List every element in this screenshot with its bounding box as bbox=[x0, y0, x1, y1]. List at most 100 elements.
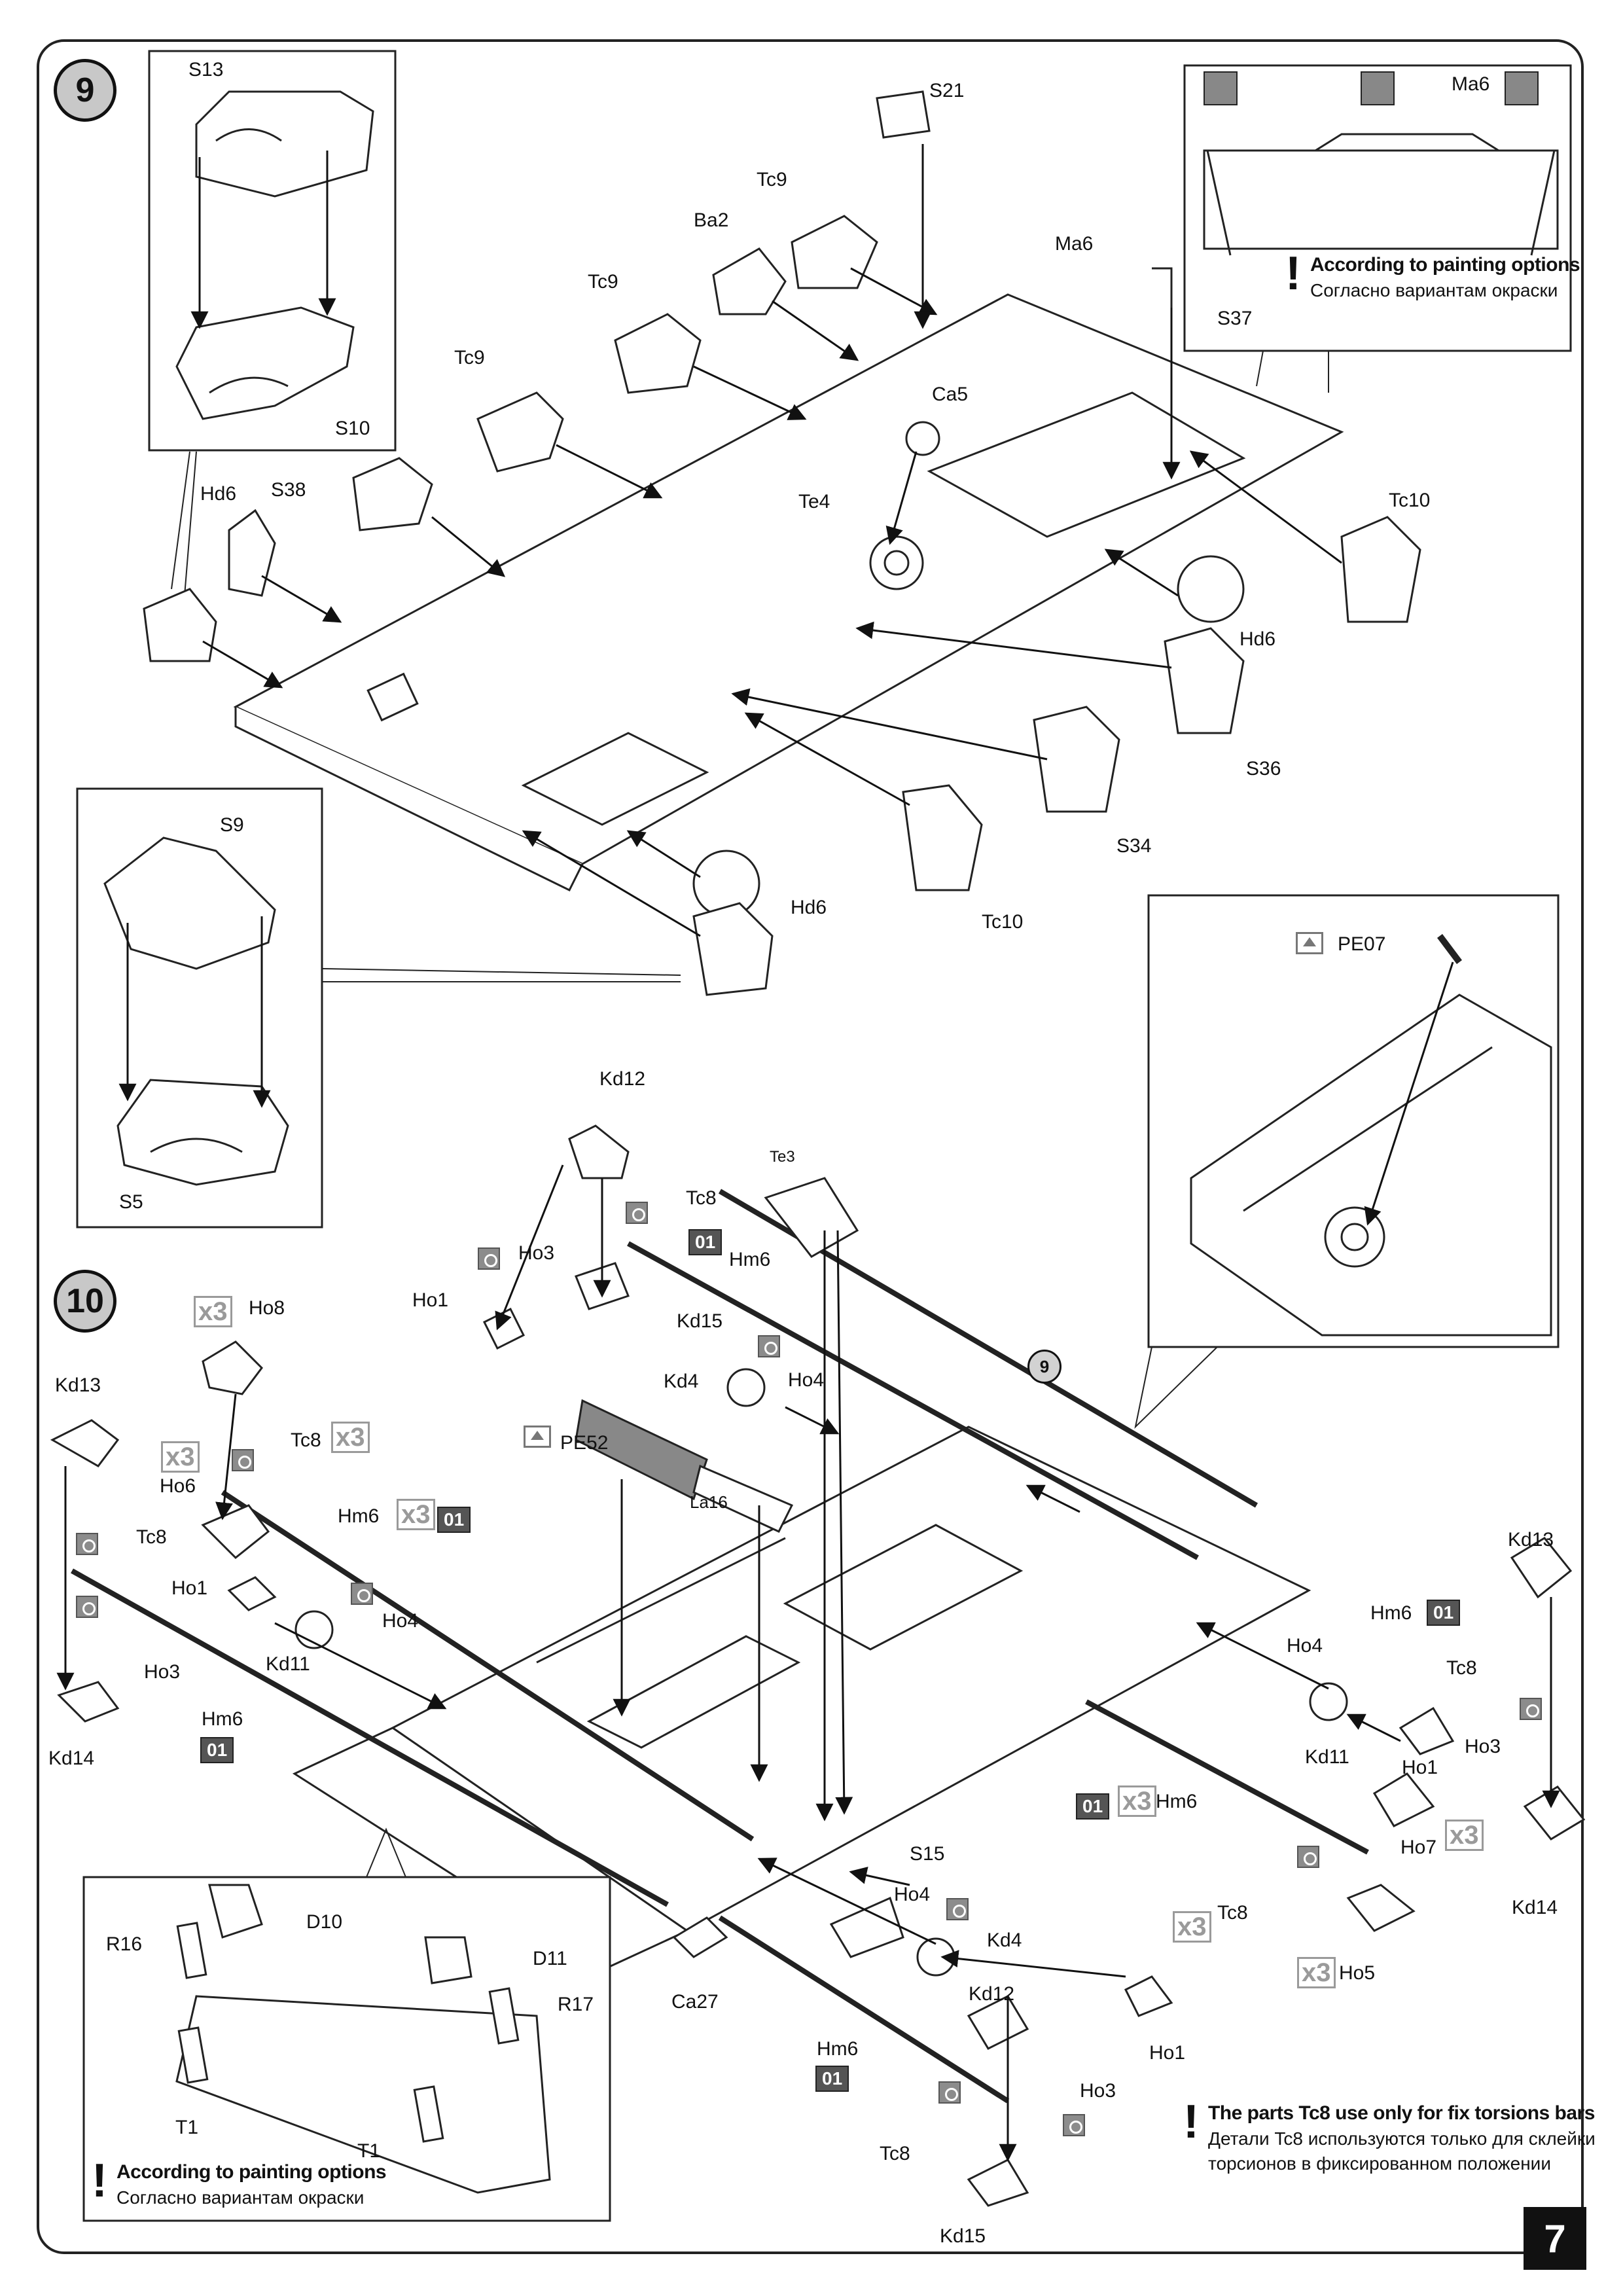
label-ho1-d: Ho1 bbox=[1149, 2042, 1186, 2064]
marker-x3: x3 bbox=[397, 1499, 435, 1530]
marker-x3: x3 bbox=[194, 1296, 232, 1327]
label-s36: S36 bbox=[1246, 758, 1281, 780]
glue-icon bbox=[626, 1202, 648, 1224]
label-ho4-b: Ho4 bbox=[382, 1610, 419, 1632]
marker-x3: x3 bbox=[1297, 1957, 1336, 1988]
label-kd14-a: Kd14 bbox=[48, 1748, 95, 1769]
note-torsion: ! The parts Tc8 use only for fix torsion… bbox=[1183, 2096, 1596, 2174]
label-hd6-c: Hd6 bbox=[791, 897, 827, 918]
marker-x3: x3 bbox=[1173, 1911, 1211, 1943]
note-paint-top-ru: Согласно вариантам окраски bbox=[1310, 280, 1558, 300]
label-ba2: Ba2 bbox=[694, 209, 729, 231]
label-r16: R16 bbox=[106, 1933, 143, 1955]
label-kd4-a: Kd4 bbox=[664, 1371, 699, 1392]
label-r17: R17 bbox=[558, 1994, 594, 2015]
label-s10: S10 bbox=[335, 418, 370, 439]
marker-01: 01 bbox=[437, 1507, 471, 1533]
label-s15: S15 bbox=[910, 1843, 945, 1865]
label-tc9-c: Tc9 bbox=[757, 169, 787, 190]
label-kd15-b: Kd15 bbox=[940, 2225, 986, 2247]
rear-plate-detail bbox=[175, 1884, 551, 2194]
label-ca27: Ca27 bbox=[671, 1991, 719, 2013]
inset-rear-plate-callout bbox=[366, 1827, 406, 1878]
label-tc8-e: Tc8 bbox=[1217, 1902, 1248, 1924]
label-ho3-a: Ho3 bbox=[518, 1242, 555, 1264]
label-hm6-d: Hm6 bbox=[202, 1708, 243, 1730]
label-ho3-b: Ho3 bbox=[144, 1661, 181, 1683]
label-s13: S13 bbox=[188, 59, 224, 81]
label-kd11-b: Kd11 bbox=[1305, 1746, 1349, 1768]
label-s34: S34 bbox=[1116, 835, 1152, 857]
label-kd12-a: Kd12 bbox=[599, 1068, 646, 1090]
glue-icon bbox=[1297, 1846, 1319, 1868]
note-paint-bottom-ru: Согласно вариантам окраски bbox=[116, 2187, 365, 2208]
label-ho8: Ho8 bbox=[249, 1297, 285, 1319]
label-ho4-c: Ho4 bbox=[1287, 1635, 1323, 1657]
marker-01: 01 bbox=[200, 1737, 234, 1763]
label-kd13-a: Kd13 bbox=[55, 1374, 101, 1396]
step-10-badge: 10 bbox=[54, 1270, 116, 1333]
label-s21: S21 bbox=[929, 80, 965, 101]
label-hm6-e: Hm6 bbox=[1156, 1791, 1198, 1812]
label-tc9-a: Tc9 bbox=[454, 347, 485, 368]
step-9-badge: 9 bbox=[54, 59, 116, 122]
label-hd6-a: Hd6 bbox=[200, 483, 237, 505]
note-paint-bottom: ! According to painting options Согласно… bbox=[92, 2155, 387, 2208]
marker-x3: x3 bbox=[331, 1422, 370, 1453]
arrows-step9 bbox=[202, 144, 1342, 937]
marker-x3: x3 bbox=[161, 1441, 200, 1473]
photo-etch-icon bbox=[524, 1426, 551, 1448]
page-frame bbox=[37, 39, 1584, 2254]
note-paint-top: ! According to painting options Согласно… bbox=[1285, 247, 1580, 301]
label-t1-a: T1 bbox=[175, 2117, 199, 2138]
marker-01: 01 bbox=[688, 1229, 722, 1255]
marker-x3: x3 bbox=[1445, 1820, 1484, 1851]
glue-icon bbox=[478, 1247, 500, 1270]
note-paint-top-en: According to painting options bbox=[1310, 254, 1580, 276]
inset-pe07-detail bbox=[1190, 934, 1552, 1336]
label-ma6-main: Ma6 bbox=[1055, 233, 1094, 255]
label-kd13-b: Kd13 bbox=[1508, 1529, 1554, 1551]
ma6-callout-lines bbox=[1256, 350, 1329, 393]
part-s9 bbox=[103, 836, 276, 970]
label-s37: S37 bbox=[1217, 308, 1253, 329]
label-s5: S5 bbox=[119, 1191, 143, 1213]
label-hm6-a: Hm6 bbox=[729, 1249, 771, 1270]
label-tc8-d: Tc8 bbox=[1446, 1657, 1477, 1679]
label-te3: Te3 bbox=[770, 1148, 795, 1166]
label-ho6: Ho6 bbox=[160, 1475, 196, 1497]
marker-x3: x3 bbox=[1118, 1785, 1156, 1817]
glue-icon bbox=[76, 1596, 98, 1618]
label-d11: D11 bbox=[533, 1948, 567, 1969]
label-tc8-a: Tc8 bbox=[686, 1187, 717, 1209]
note-torsion-en: The parts Tc8 use only for fix torsions … bbox=[1207, 2102, 1595, 2124]
warning-icon: ! bbox=[92, 2155, 107, 2207]
glue-icon bbox=[758, 1335, 780, 1357]
part-s5 bbox=[116, 1079, 289, 1186]
label-kd11-a: Kd11 bbox=[266, 1653, 310, 1675]
label-d10: D10 bbox=[306, 1911, 343, 1933]
label-ma6-top: Ma6 bbox=[1452, 73, 1490, 95]
warning-icon: ! bbox=[1183, 2096, 1199, 2148]
label-kd15-a: Kd15 bbox=[677, 1310, 723, 1332]
label-tc8-c: Tc8 bbox=[136, 1526, 167, 1548]
parts-step9 bbox=[143, 90, 1421, 996]
label-pe07: PE07 bbox=[1338, 933, 1386, 955]
note-torsion-ru2: торсионов в фиксированном положении bbox=[1207, 2153, 1551, 2174]
label-ca5: Ca5 bbox=[932, 384, 969, 405]
step-9-reference: 9 bbox=[1027, 1350, 1061, 1384]
label-hm6-f: Hm6 bbox=[817, 2038, 859, 2060]
label-s38: S38 bbox=[271, 479, 306, 501]
label-ho4-d: Ho4 bbox=[894, 1884, 931, 1905]
glue-icon bbox=[946, 1898, 969, 1920]
label-kd12-b: Kd12 bbox=[969, 1983, 1015, 2005]
label-ho1-a: Ho1 bbox=[412, 1289, 449, 1311]
part-s10 bbox=[175, 306, 355, 420]
label-tc10-b: Tc10 bbox=[982, 911, 1024, 933]
label-la16: La16 bbox=[690, 1492, 728, 1512]
warning-icon: ! bbox=[1285, 247, 1301, 300]
glue-icon bbox=[938, 2081, 961, 2104]
part-s13 bbox=[195, 90, 374, 198]
label-t1-b: T1 bbox=[357, 2140, 381, 2162]
